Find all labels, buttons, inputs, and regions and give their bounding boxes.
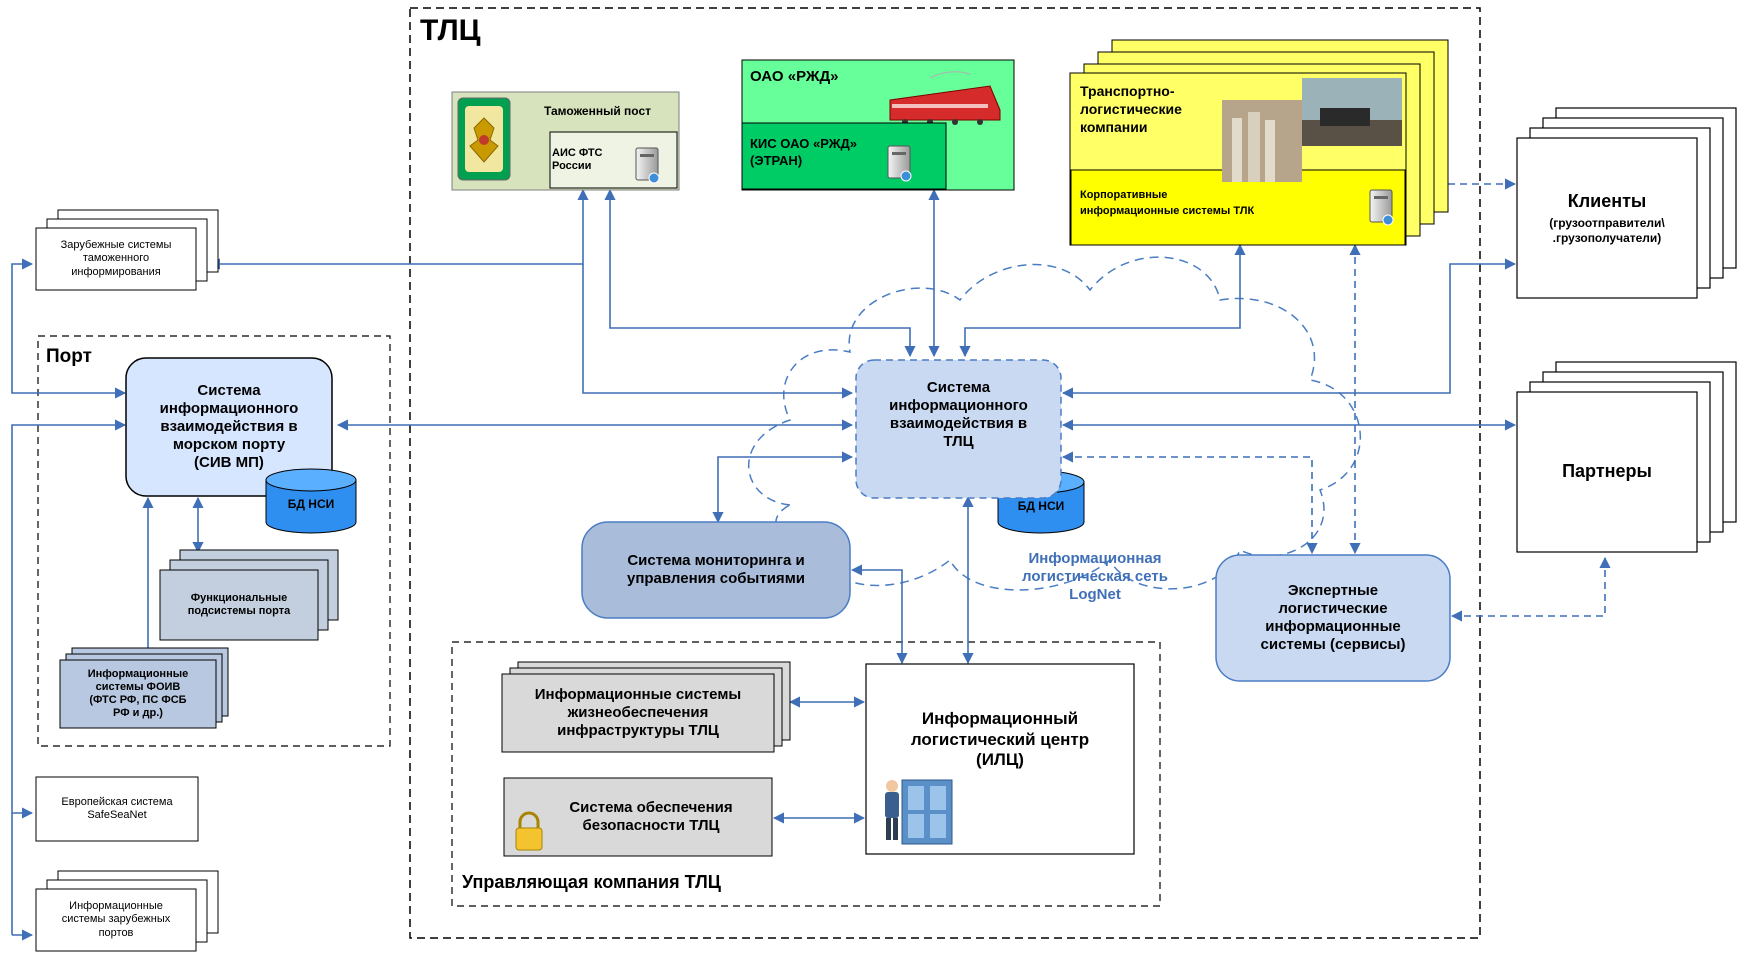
db-nsi-tlc-label: БД НСИ	[1017, 498, 1065, 513]
siv-mp-label: Система информационного взаимодействия в…	[159, 382, 299, 471]
transport-companies-label: Транспортно- логистические компании	[1080, 83, 1182, 136]
corp-systems-label: Корпоративные информационные системы ТЛК	[1080, 189, 1255, 217]
db-nsi-port-label: БД НСИ	[287, 496, 335, 511]
safeseanet-label: Европейская система SafeSeaNet	[61, 795, 173, 821]
functional-subsystems-stack	[159, 549, 339, 641]
life-support-label: Информационные системы жизнеобеспечения …	[534, 686, 742, 739]
emblem-icon	[457, 97, 511, 181]
managing-company-boundary	[451, 641, 1161, 907]
monitoring-label: Система мониторинга и управления события…	[626, 552, 806, 587]
kis-rzd-box	[741, 122, 947, 190]
foreign-ports-stack	[35, 870, 219, 952]
foiv-label: Информационные системы ФОИВ (ФТС РФ, ПС …	[87, 667, 189, 720]
tlc-title: ТЛЦ	[420, 14, 481, 47]
clients-stack	[1516, 107, 1737, 299]
security-box	[503, 777, 773, 857]
safeseanet-box	[35, 776, 199, 842]
server-icon	[887, 145, 912, 182]
clients-label: Клиенты (грузоотправители\ .грузополучат…	[1517, 138, 1697, 298]
server-icon	[1369, 189, 1394, 226]
clients-title: Клиенты	[1567, 190, 1647, 211]
monitoring-box	[581, 521, 851, 619]
db-nsi-port-icon	[265, 468, 357, 534]
siv-tlc-label: Система информационного взаимодействия в…	[889, 379, 1028, 450]
siv-tlc-box	[855, 359, 1062, 499]
managing-company-title: Управляющая компания ТЛЦ	[462, 872, 721, 892]
rzd-title: ОАО «РЖД»	[750, 68, 839, 85]
foiv-stack	[59, 647, 229, 729]
ais-fts-label: АИС ФТС России	[552, 146, 603, 172]
lognet-label: Информационная логистическая сеть LogNet	[1022, 550, 1168, 603]
foreign-customs-stack	[35, 209, 219, 291]
kis-rzd-label: КИС ОАО «РЖД» (ЭТРАН)	[750, 136, 857, 168]
functional-subsystems-label: Функциональные подсистемы порта	[187, 591, 291, 617]
foreign-ports-label: Информационные системы зарубежных портов	[61, 900, 171, 939]
ilc-label: Информационный логистический центр (ИЛЦ)	[910, 709, 1090, 770]
clients-subtitle: (грузоотправители\ .грузополучатели)	[1549, 216, 1665, 245]
operator-icon	[885, 779, 953, 845]
tlc-boundary	[409, 7, 1481, 939]
foreign-customs-label: Зарубежные системы таможенного информиро…	[60, 239, 172, 278]
life-support-stack	[501, 661, 791, 753]
security-label: Система обеспечения безопасности ТЛЦ	[569, 799, 733, 834]
server-icon	[635, 147, 660, 184]
corp-systems-box	[1070, 169, 1406, 246]
customs-post-label: Таможенный пост	[543, 103, 652, 118]
port-title: Порт	[46, 346, 92, 367]
partners-label: Партнеры	[1562, 461, 1652, 482]
siv-mp-box	[125, 357, 333, 497]
expert-systems-label: Экспертные логистические информационные …	[1260, 582, 1406, 653]
lock-icon	[515, 811, 543, 851]
industrial-photo	[1222, 78, 1402, 182]
port-boundary	[37, 335, 391, 747]
expert-systems-box	[1215, 554, 1451, 682]
partners-stack	[1516, 361, 1737, 553]
